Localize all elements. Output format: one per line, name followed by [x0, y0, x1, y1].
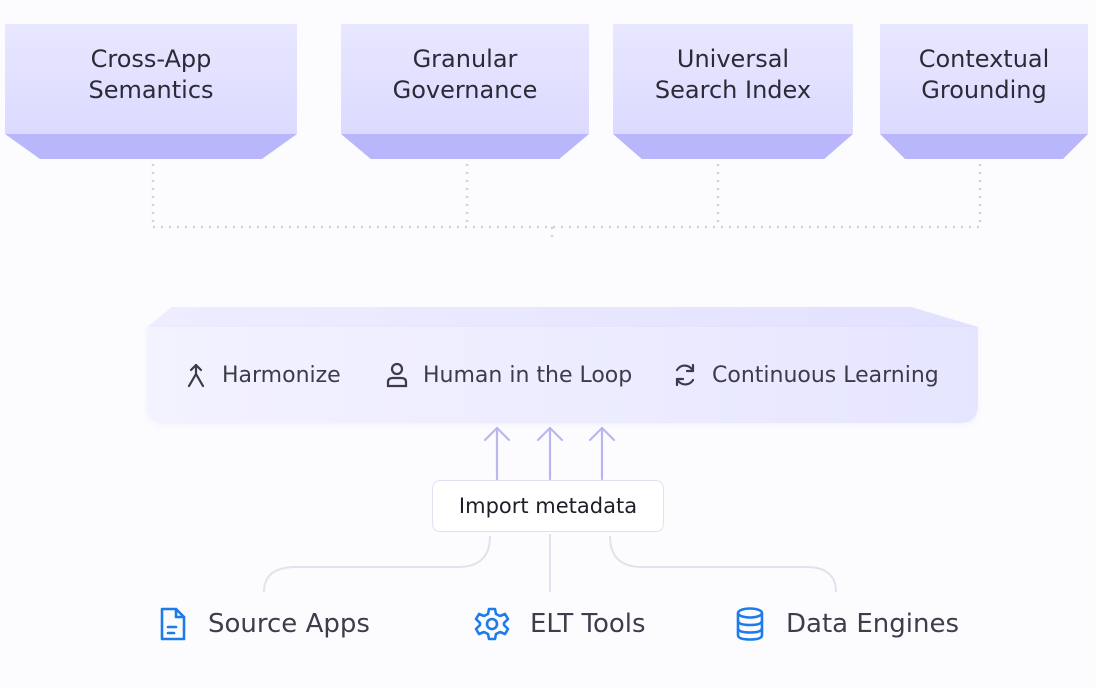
pillar-foot [341, 134, 589, 159]
platform-face [147, 327, 978, 423]
document-icon [158, 606, 188, 642]
pillar-foot [5, 134, 297, 159]
pillar-foot [880, 134, 1088, 159]
pillar-label-line2: Search Index [654, 76, 812, 104]
upload-arrows [483, 426, 616, 481]
pillar-universal-search-index: Universal Search Index [613, 24, 853, 159]
capability-harmonize: Harmonize [184, 359, 341, 391]
pillar-contextual-grounding: Contextual Grounding [880, 24, 1088, 159]
capability-label: Harmonize [222, 362, 341, 388]
pillar-top [5, 24, 297, 134]
database-icon [734, 606, 766, 642]
capability-label: Human in the Loop [423, 362, 633, 388]
pillar-top [613, 24, 853, 134]
source-label: ELT Tools [530, 609, 646, 639]
merge-icon [184, 361, 208, 389]
source-label: Data Engines [786, 609, 959, 639]
pillar-label-line2: Grounding [921, 76, 1047, 104]
refresh-icon [672, 361, 698, 389]
data-engines: Data Engines [734, 606, 959, 642]
source-feed-lines [263, 534, 837, 593]
pillar-label-line2: Semantics [88, 76, 214, 104]
pillar-label: Cross-App Semantics [5, 44, 297, 106]
pillar-label-line1: Granular [412, 45, 518, 73]
capability-label: Continuous Learning [712, 362, 939, 388]
import-metadata-label: Import metadata [458, 494, 638, 518]
platform-bevel [147, 307, 978, 327]
pillar-label-line1: Contextual [918, 45, 1050, 73]
gear-icon [474, 606, 510, 642]
pillar-cross-app-semantics: Cross-App Semantics [5, 24, 297, 159]
pillar-top [341, 24, 589, 134]
pillar-label: Universal Search Index [613, 44, 853, 106]
pillar-label-line2: Governance [392, 76, 538, 104]
source-apps: Source Apps [158, 606, 370, 642]
pillar-label: Contextual Grounding [880, 44, 1088, 106]
capability-continuous-learning: Continuous Learning [672, 359, 939, 391]
pillar-granular-governance: Granular Governance [341, 24, 589, 159]
person-icon [385, 361, 409, 389]
pillar-label: Granular Governance [341, 44, 589, 106]
import-metadata-box: Import metadata [432, 480, 664, 532]
platform-layer [147, 307, 978, 423]
source-label: Source Apps [208, 609, 370, 639]
capability-human-in-the-loop: Human in the Loop [385, 359, 632, 391]
pillar-label-line1: Cross-App [90, 45, 212, 73]
pillar-top [880, 24, 1088, 134]
elt-tools: ELT Tools [474, 606, 646, 642]
pillar-label-line1: Universal [676, 45, 790, 73]
pillar-foot [613, 134, 853, 159]
